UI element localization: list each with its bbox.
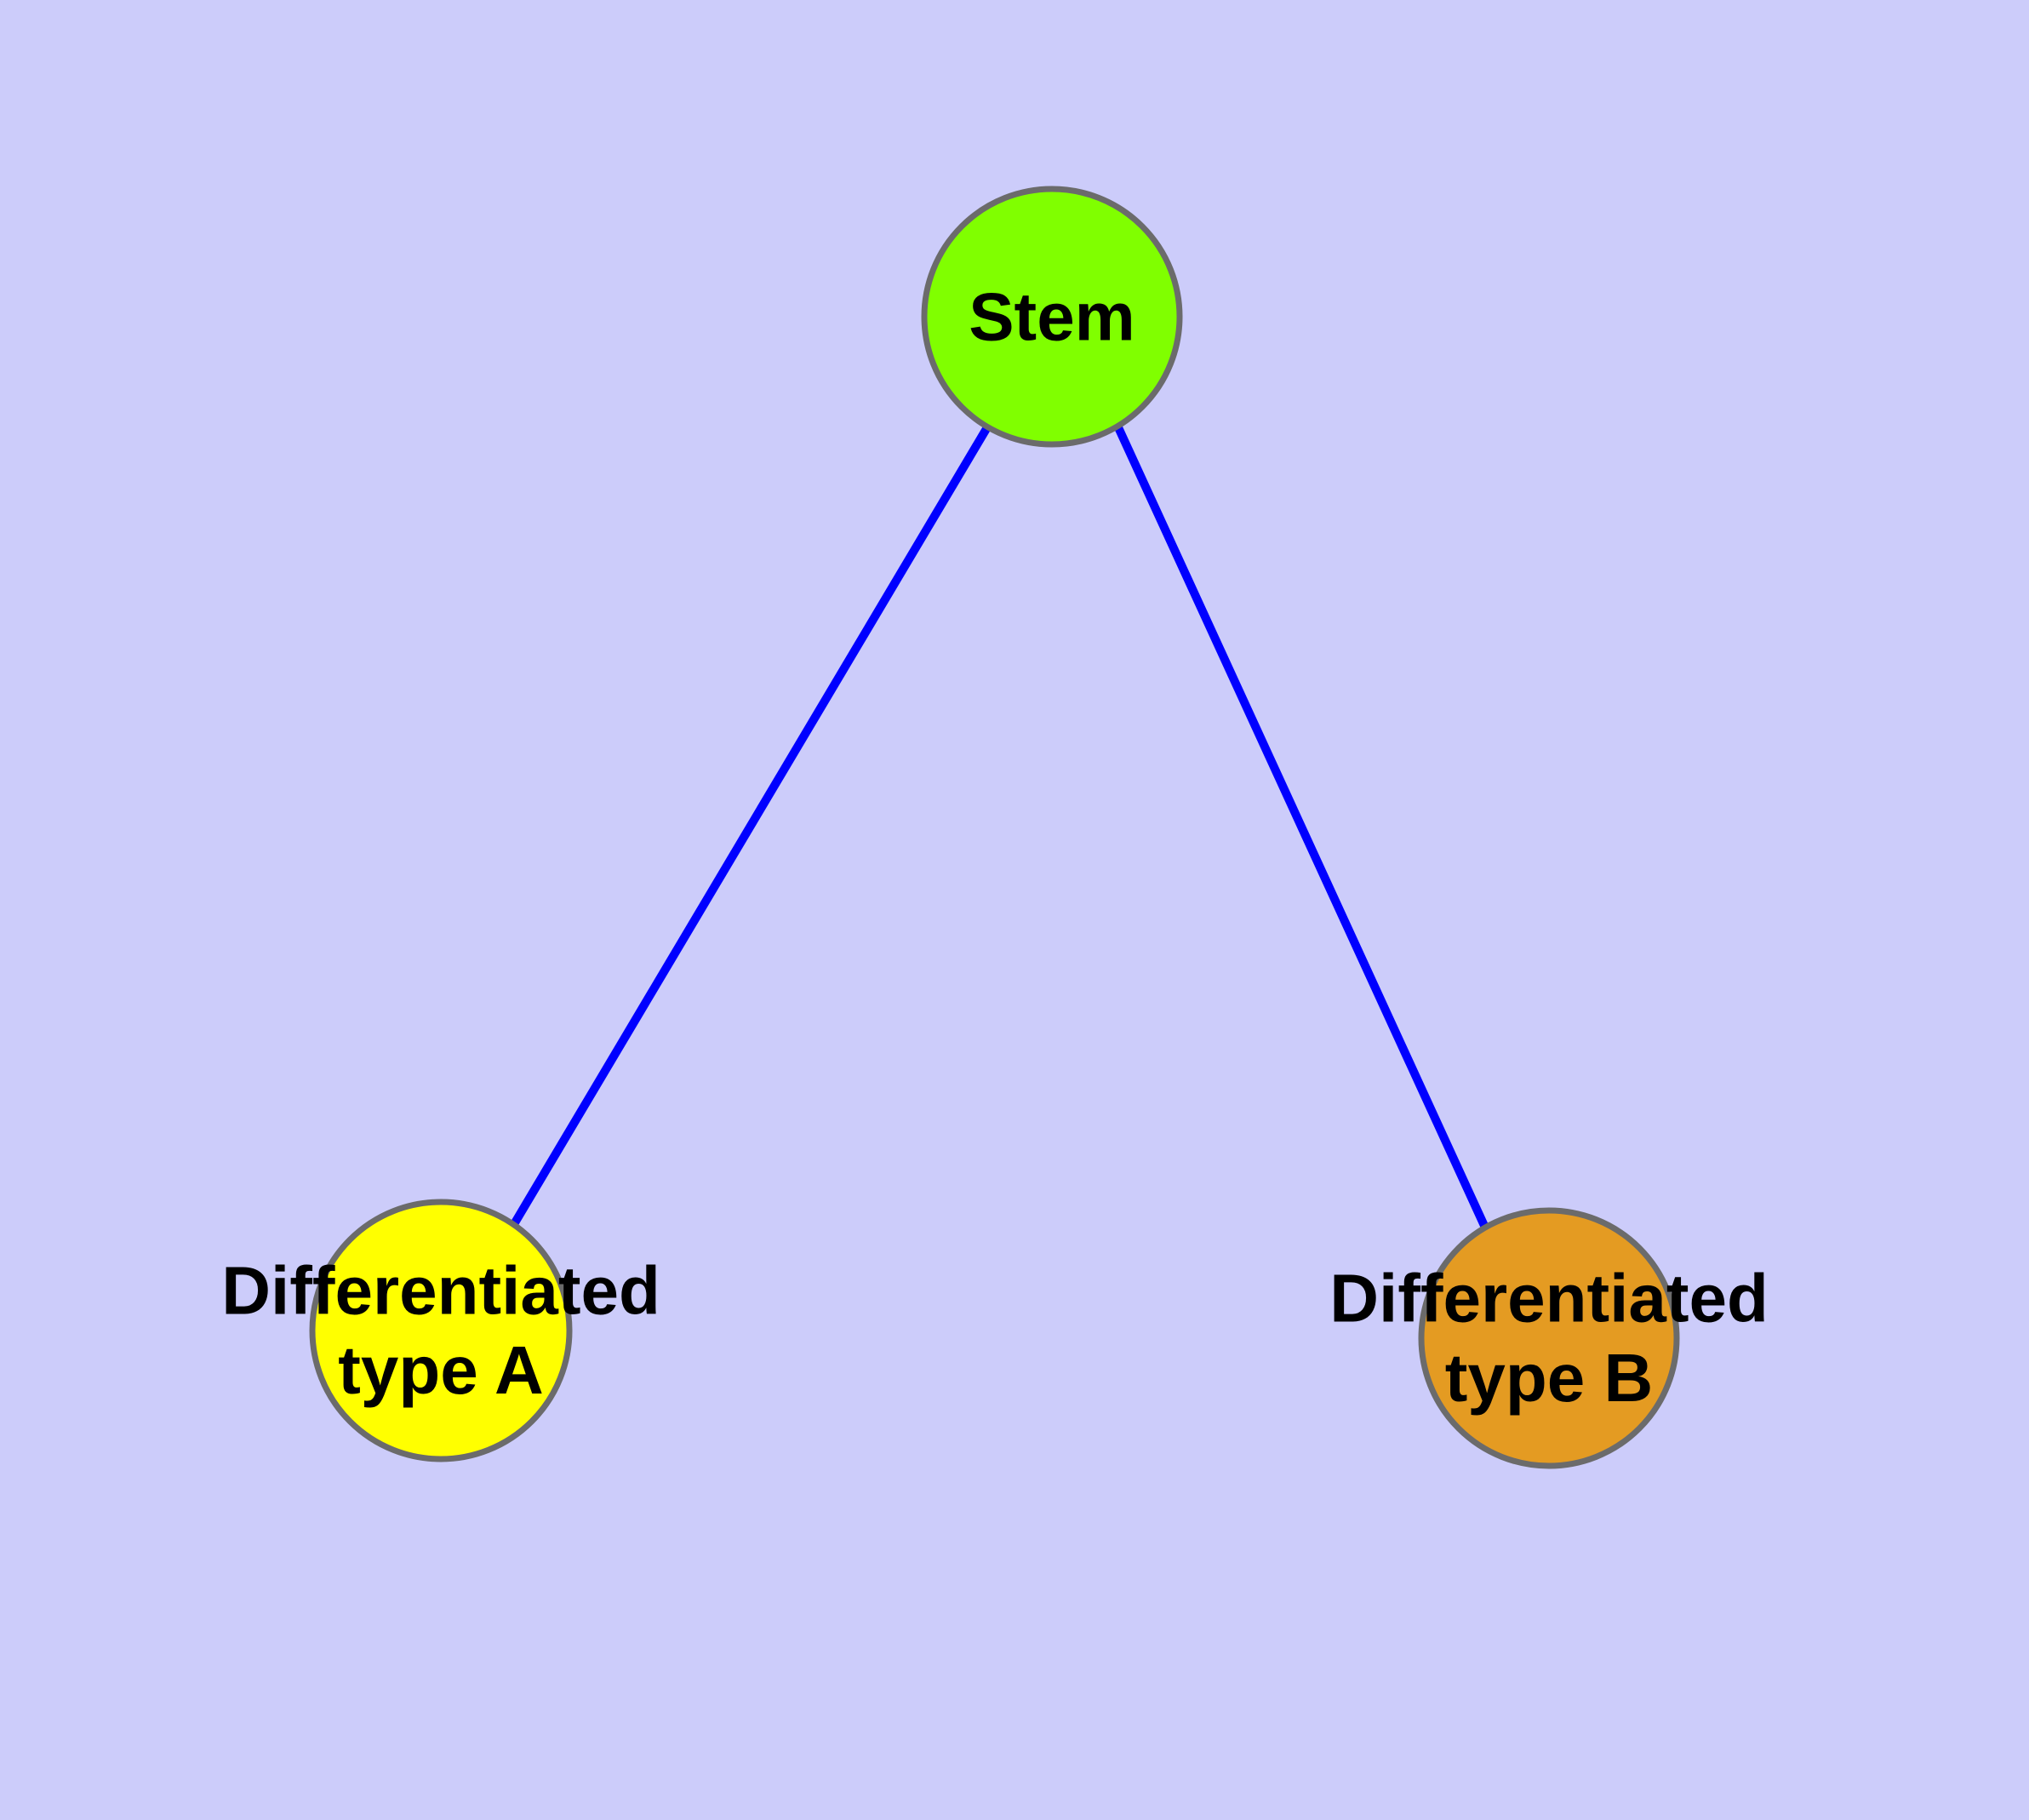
node-label-line: Differentiated — [221, 1253, 660, 1329]
node-label-line: Stem — [969, 279, 1135, 355]
node-stem-circle[interactable] — [921, 186, 1183, 448]
node-label-line: type A — [338, 1332, 544, 1408]
edge-stem-to-diff-b[interactable] — [1113, 423, 1489, 1230]
node-label-line: Differentiated — [1329, 1261, 1769, 1336]
edge-layer — [510, 423, 1489, 1230]
edge-stem-to-diff-a[interactable] — [510, 425, 992, 1227]
node-label-line: type B — [1445, 1340, 1654, 1416]
node-differentiated-type-a-circle[interactable] — [309, 1199, 573, 1462]
node-layer — [309, 186, 1680, 1469]
node-stem-label: Stem — [969, 279, 1135, 355]
node-differentiated-type-b-circle[interactable] — [1418, 1207, 1680, 1469]
